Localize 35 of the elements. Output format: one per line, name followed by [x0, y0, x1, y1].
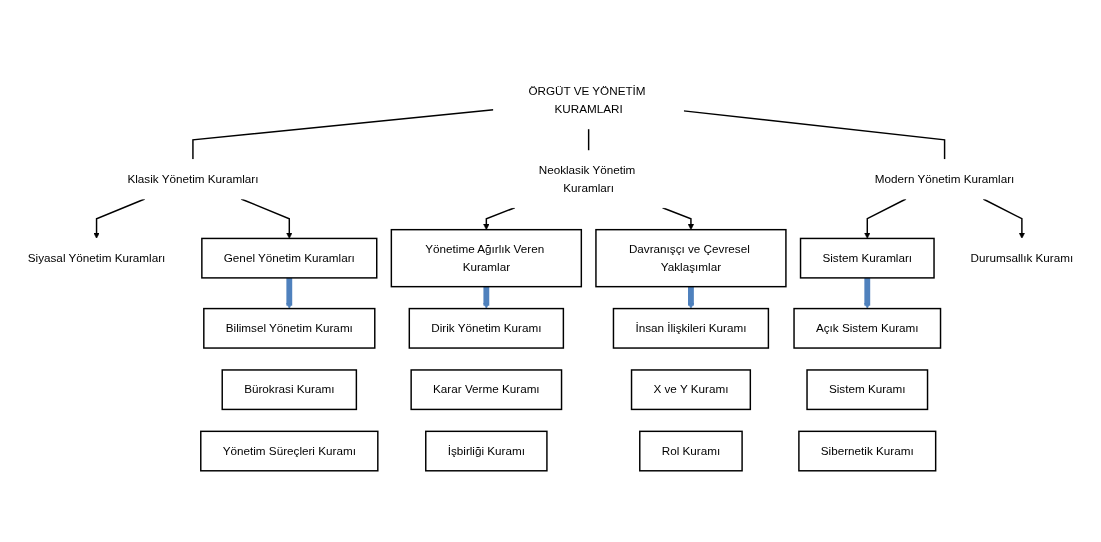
node-box: Yönetim Süreçleri Kuramı: [200, 430, 379, 472]
connector: [682, 109, 946, 160]
arrow: [864, 197, 907, 239]
node-box: Rol Kuramı: [639, 430, 743, 472]
arrow: [982, 197, 1026, 239]
node-text: Siyasal Yönetim Kuramları: [27, 251, 166, 264]
node-box: Yönetime Ağırlık Veren Kuramlar: [390, 228, 583, 288]
connector: [192, 108, 495, 160]
connector: [587, 127, 590, 152]
arrow: [687, 286, 695, 309]
node-box: Karar Verme Kuramı: [410, 368, 563, 410]
node-box: İnsan İlişkileri Kuramı: [612, 307, 770, 349]
arrow: [286, 277, 293, 309]
node-text: Neoklasik Yönetim Kuramları: [538, 163, 636, 194]
node-box: Dirik Yönetim Kuramı: [408, 307, 565, 349]
arrow: [864, 277, 871, 309]
node-box: Sistem Kuramı: [806, 368, 929, 410]
node-box: Sibernetik Kuramı: [798, 430, 937, 472]
arrow: [240, 197, 293, 239]
node-box: Davranışçı ve Çevresel Yaklaşımlar: [595, 228, 787, 288]
node-box: Bilimsel Yönetim Kuramı: [203, 307, 376, 349]
node-box: X ve Y Kuramı: [630, 368, 752, 410]
arrow: [483, 206, 516, 230]
arrow: [93, 197, 146, 239]
node-box: Genel Yönetim Kuramları: [201, 237, 378, 279]
node-box: Bürokrasi Kuramı: [221, 368, 358, 410]
node-text: ÖRGÜT VE YÖNETİM KURAMLARI: [528, 84, 646, 115]
arrow: [483, 286, 490, 309]
node-box: Sistem Kuramları: [799, 237, 935, 279]
node-text: Klasik Yönetim Kuramları: [127, 172, 259, 185]
node-text: Durumsallık Kuramı: [970, 251, 1074, 264]
arrow: [661, 206, 695, 230]
node-text: Modern Yönetim Kuramları: [874, 172, 1015, 185]
node-box: Açık Sistem Kuramı: [793, 307, 942, 349]
node-box: İşbirliği Kuramı: [425, 430, 548, 472]
